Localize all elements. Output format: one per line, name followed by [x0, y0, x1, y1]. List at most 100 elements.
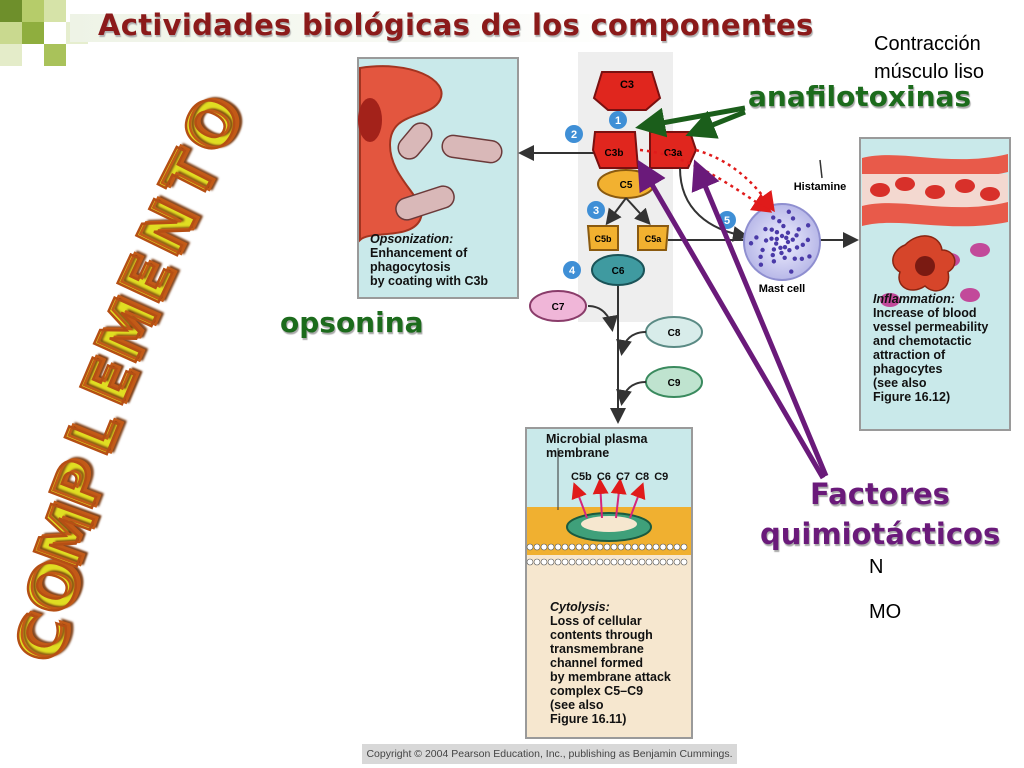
lipid-head [666, 543, 674, 551]
histamine-arrow [819, 159, 823, 179]
mast-granule [778, 245, 783, 250]
opsonization-text: Opsonization: Enhancement of phagocytosi… [370, 232, 530, 288]
bacterium-icon [397, 122, 433, 160]
mast-granule [758, 262, 764, 267]
lipid-head [673, 558, 681, 566]
mast-granule [769, 236, 774, 241]
mast-granule [769, 227, 774, 232]
inflammation-line6: (see also [873, 376, 927, 390]
mast-granule [782, 255, 787, 260]
vessel-wall-bottom [862, 202, 1008, 227]
mast-granule [784, 235, 789, 240]
purple-arrow-c3b [637, 159, 826, 480]
mac-arrow [610, 478, 627, 519]
mac-labels: C5b C6 C7 C8 C9 [571, 470, 691, 484]
mast-granule [790, 216, 796, 221]
lipid-head [540, 543, 548, 551]
label-anafilotoxinas: anafilotoxinas [748, 80, 972, 113]
step-3-badge [587, 201, 605, 219]
mast-granule [786, 209, 792, 214]
mast-granule [771, 247, 777, 252]
component-c5b: C5b [586, 225, 619, 251]
blood-cell [970, 243, 990, 257]
blood-cell [880, 293, 900, 307]
lipid-head [652, 543, 660, 551]
lipid-head [589, 543, 597, 551]
slide-title: Actividades biológicas de los componente… [98, 8, 814, 42]
mac-pore-hole [581, 516, 637, 532]
arrow-c5-c5b [605, 197, 627, 226]
mast-granule [792, 256, 797, 261]
cytolysis-line3: transmembrane [550, 642, 644, 656]
lipid-head [526, 543, 534, 551]
component-c6: C6 [591, 254, 645, 286]
mac-label-c9: C9 [654, 471, 669, 483]
note-contraction: Contracción músculo liso [874, 30, 984, 86]
lipid-head [659, 543, 667, 551]
copyright-notice: Copyright © 2004 Pearson Education, Inc.… [362, 744, 737, 764]
note-n: N [869, 556, 884, 578]
cytolysis-line2: contents through [550, 628, 653, 642]
inflammation-line1: Increase of blood [873, 306, 977, 320]
arrow-c8 [616, 331, 647, 356]
step-4-badge [563, 261, 581, 279]
blood-cell [925, 185, 945, 199]
mast-granule [789, 269, 794, 274]
lipid-head [617, 558, 625, 566]
lipid-head [582, 543, 590, 551]
step-3-label: 3 [593, 205, 599, 217]
inflammation-title: Inflammation: [873, 292, 955, 306]
step-2-label: 2 [571, 129, 577, 141]
mac-label-c5b: C5b [571, 471, 592, 483]
mac-arrow [571, 482, 588, 519]
mast-granule [794, 245, 800, 250]
cytolysis-title: Cytolysis: [550, 600, 610, 614]
inflammation-line3: and chemotactic [873, 334, 972, 348]
component-c3: C3 [592, 71, 662, 111]
lipid-head [526, 558, 534, 566]
blood-cell [955, 179, 975, 193]
component-c3b: C3b [591, 131, 640, 169]
corner-square [44, 44, 66, 66]
c5b-label: C5b [594, 234, 612, 244]
opsonization-line3: by coating with C3b [370, 274, 489, 288]
membrane-line1: Microbial plasma [546, 432, 648, 446]
lipid-head [652, 558, 660, 566]
blood-cell [870, 183, 890, 197]
inflammation-line4: attraction of [873, 348, 946, 362]
component-c5a: C5a [637, 225, 670, 251]
mast-granule [800, 242, 806, 248]
lipid-head [568, 558, 576, 566]
lipid-head [540, 558, 548, 566]
mac-label-c6: C6 [596, 471, 611, 483]
blood-cell [895, 177, 915, 191]
extracellular-space [527, 429, 691, 507]
c5-label: C5 [620, 180, 633, 191]
cytolysis-panel [525, 427, 693, 739]
lipid-head [533, 543, 541, 551]
mast-granule [774, 236, 780, 242]
mast-granule [781, 223, 786, 229]
c8-label: C8 [668, 328, 681, 339]
mast-granule [807, 254, 812, 259]
cytolysis-line4: channel formed [550, 656, 644, 670]
lipid-head [533, 558, 541, 566]
opsonization-line1: Enhancement of [370, 246, 468, 260]
green-arrow-c3a [685, 109, 746, 139]
opsonization-panel [357, 57, 519, 299]
cytolysis-line1: Loss of cellular [550, 614, 642, 628]
mast-granule [770, 252, 775, 258]
lipid-head [631, 558, 639, 566]
mast-granule [785, 239, 791, 245]
mac-label-c8: C8 [635, 471, 650, 483]
lipid-head [617, 543, 625, 551]
phagocyte-nucleus [915, 256, 935, 276]
blood-cell [980, 187, 1000, 201]
cytolysis-line6: complex C5–C9 [550, 684, 644, 698]
bacterium-icon [395, 185, 455, 221]
label-opsonina: opsonina [280, 306, 424, 339]
complement-figure: C3 1 C3b C3a 2 C5 3 C5b C5a 4 [350, 50, 1020, 745]
lipid-head [645, 543, 653, 551]
